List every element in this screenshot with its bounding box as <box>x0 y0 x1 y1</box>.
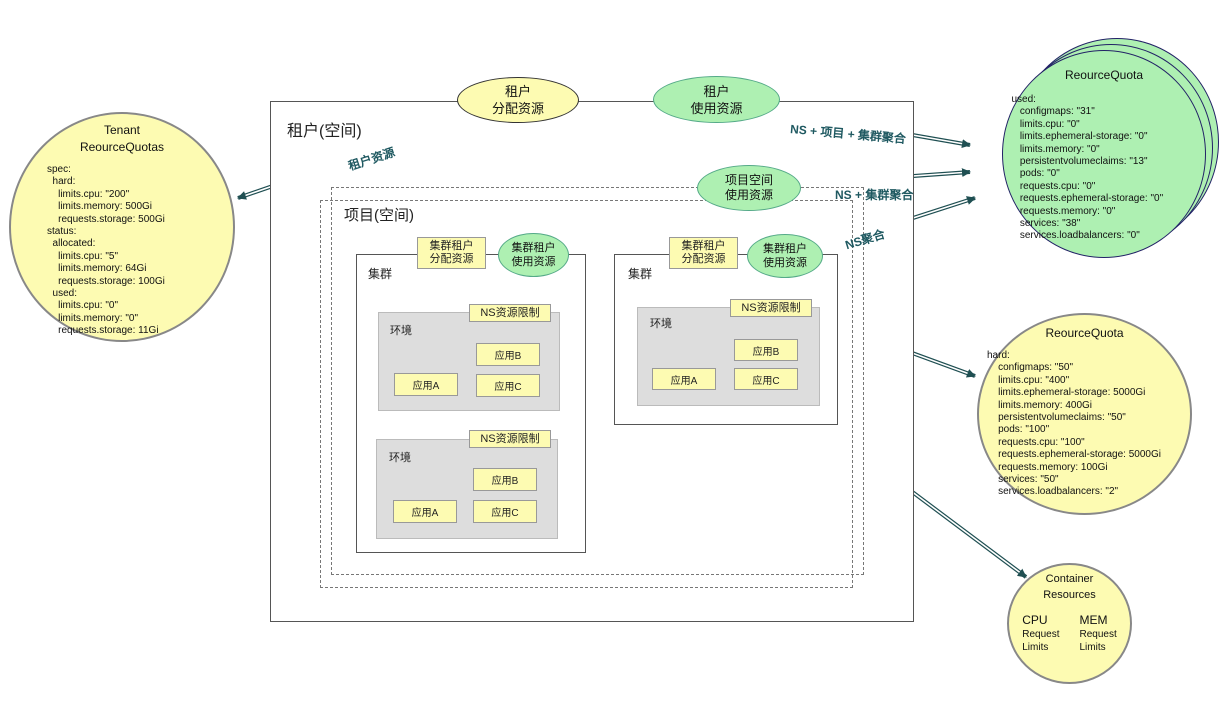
project-use-line2: 使用资源 <box>724 188 773 202</box>
container-cpu: CPU Request Limits <box>1022 613 1059 654</box>
env-right-label: 环境 <box>650 318 672 330</box>
quota-used-title: ReourceQuota <box>1064 68 1144 82</box>
ns-limit-right: NS资源限制 <box>730 299 812 317</box>
quota-hard-body: hard: configmaps: "50" limits.cpu: "400"… <box>987 350 1161 498</box>
quota-used-body: used: configmaps: "31" limits.cpu: "0" l… <box>1011 94 1164 242</box>
edge-label-ns-cluster: NS + 集群聚合 <box>835 188 914 202</box>
project-use: 项目空间 使用资源 <box>697 165 801 211</box>
env-left-1-label: 环境 <box>390 325 412 337</box>
cluster-use-right: 集群租户 使用资源 <box>747 234 823 278</box>
cluster-use-left-line1: 集群租户 <box>511 242 556 254</box>
app-a-right: 应用A <box>652 368 716 390</box>
quota-used: ReourceQuota used: configmaps: "31" limi… <box>1002 50 1206 258</box>
cluster-alloc-left-line1: 集群租户 <box>429 240 474 252</box>
container-cpu-line2: Limits <box>1022 642 1049 653</box>
cluster-alloc-right: 集群租户 分配资源 <box>669 237 738 269</box>
ns-limit-left-1: NS资源限制 <box>469 304 551 322</box>
project-space <box>331 187 864 575</box>
container-mem-line1: Request <box>1079 629 1117 640</box>
project-use-line1: 项目空间 <box>724 173 773 187</box>
cluster-use-left-line2: 使用资源 <box>511 256 556 268</box>
quota-hard: ReourceQuota hard: configmaps: "50" limi… <box>977 313 1192 515</box>
app-b-left-2: 应用B <box>473 468 537 491</box>
container-cpu-line1: Request <box>1022 629 1060 640</box>
container-resources-columns: CPU Request Limits MEM Request Limits <box>1022 613 1117 654</box>
cluster-use-right-line1: 集群租户 <box>763 243 807 255</box>
cluster-use-left: 集群租户 使用资源 <box>498 233 569 277</box>
container-mem-title: MEM <box>1079 613 1108 627</box>
tenant-use-line1: 租户 <box>703 83 730 99</box>
project-space-title: 项目(空间) <box>344 207 414 224</box>
cluster-left-label: 集群 <box>368 267 393 281</box>
app-b-right: 应用B <box>734 339 798 361</box>
tenant-use-line2: 使用资源 <box>690 100 743 116</box>
tenant-quotas-title1: Tenant <box>103 123 141 137</box>
app-c-left-1: 应用C <box>476 374 540 397</box>
tenant-alloc: 租户 分配资源 <box>457 77 579 123</box>
cluster-alloc-left: 集群租户 分配资源 <box>417 237 486 269</box>
container-resources-title1: Container <box>1045 573 1094 585</box>
project-space-shadow <box>320 200 853 588</box>
container-mem-line2: Limits <box>1079 642 1106 653</box>
cluster-alloc-right-line2: 分配资源 <box>681 253 726 265</box>
app-c-left-2: 应用C <box>473 500 537 523</box>
cluster-right-label: 集群 <box>628 267 653 281</box>
tenant-quotas: Tenant ReourceQuotas spec: hard: limits.… <box>9 112 235 342</box>
cluster-alloc-left-line2: 分配资源 <box>429 253 474 265</box>
cluster-use-right-line2: 使用资源 <box>763 257 807 269</box>
tenant-alloc-line1: 租户 <box>504 84 531 99</box>
app-a-left-1: 应用A <box>394 373 458 396</box>
app-b-left-1: 应用B <box>476 343 540 366</box>
quota-hard-title: ReourceQuota <box>1045 326 1124 340</box>
app-a-left-2: 应用A <box>393 500 457 523</box>
tenant-quotas-body: spec: hard: limits.cpu: "200" limits.mem… <box>47 164 165 337</box>
cluster-alloc-right-line1: 集群租户 <box>681 240 726 252</box>
tenant-quotas-title2: ReourceQuotas <box>79 140 165 154</box>
tenant-alloc-line2: 分配资源 <box>491 101 544 116</box>
tenant-use: 租户 使用资源 <box>653 76 780 123</box>
ns-limit-left-2: NS资源限制 <box>469 430 551 448</box>
tenant-space-title: 租户(空间) <box>287 123 362 140</box>
container-resources: Container Resources CPU Request Limits M… <box>1007 563 1132 684</box>
container-mem: MEM Request Limits <box>1080 613 1117 654</box>
env-left-2-label: 环境 <box>389 452 411 464</box>
container-resources-title2: Resources <box>1043 589 1096 601</box>
container-cpu-title: CPU <box>1022 613 1048 627</box>
app-c-right: 应用C <box>734 368 798 390</box>
